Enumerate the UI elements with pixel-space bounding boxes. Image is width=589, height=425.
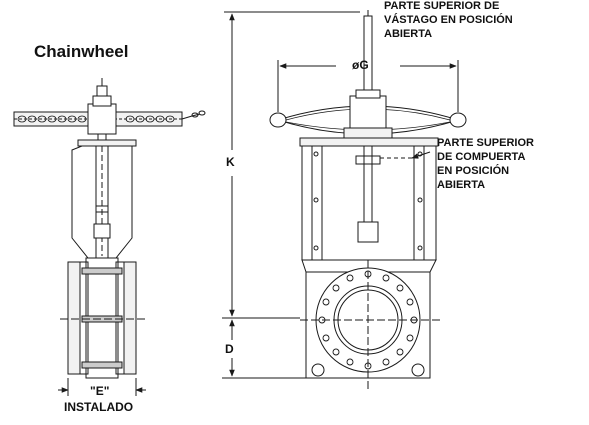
front-view — [222, 10, 467, 390]
dimension-d-label: D — [225, 342, 234, 356]
dimension-k-label: K — [226, 155, 235, 169]
installed-label: INSTALADO — [64, 400, 134, 414]
gate-top-line4: ABIERTA — [437, 179, 486, 191]
gate-top-callout: PARTE SUPERIOR DE COMPUERTA EN POSICIÓN … — [437, 136, 534, 192]
gate-top-line1: PARTE SUPERIOR — [437, 137, 534, 149]
dimension-g-label: øG — [352, 58, 369, 72]
dimension-g — [277, 60, 459, 112]
front-yoke — [299, 137, 439, 261]
front-chainwheel — [269, 89, 467, 139]
dimension-e — [58, 378, 146, 396]
drawing-title: Chainwheel — [34, 42, 129, 61]
gate-top-line3: EN POSICIÓN — [437, 165, 510, 177]
side-yoke — [71, 139, 137, 259]
dimension-k — [222, 11, 360, 319]
dimension-d — [222, 319, 306, 379]
stem-top-line1: PARTE SUPERIOR DE — [384, 0, 500, 12]
stem — [363, 10, 373, 101]
dimension-e-label: "E" — [90, 384, 110, 398]
gate-top-line2: DE COMPUERTA — [437, 151, 526, 163]
stem-top-line2: VÁSTAGO EN POSICIÓN — [384, 14, 513, 26]
front-body — [300, 259, 440, 390]
gate-callout-leader — [411, 151, 431, 159]
stem-top-line3: ABIERTA — [384, 28, 433, 40]
stem-top-callout: PARTE SUPERIOR DE VÁSTAGO EN POSICIÓN AB… — [384, 0, 513, 41]
side-view — [13, 78, 206, 396]
side-body — [60, 257, 145, 379]
side-chainwheel — [13, 78, 206, 145]
